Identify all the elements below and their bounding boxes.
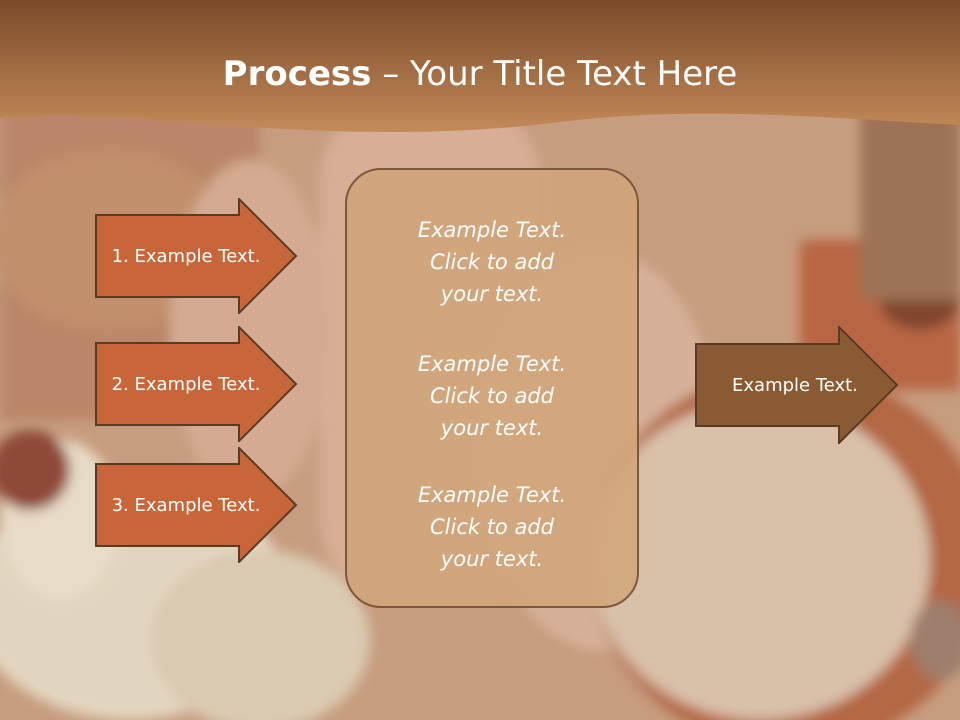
step-arrow-2[interactable]: 2. Example Text.	[95, 326, 300, 442]
center-paragraph-2-line-3: your text.	[440, 416, 544, 440]
center-text-box[interactable]: Example Text. Click to add your text. Ex…	[345, 168, 639, 608]
center-paragraph-3-line-1: Example Text.	[417, 483, 567, 507]
center-paragraph-3: Example Text. Click to add your text.	[347, 479, 637, 575]
result-label: Example Text.	[732, 374, 858, 396]
center-paragraph-3-line-2: Click to add	[429, 515, 554, 539]
step-arrow-1[interactable]: 1. Example Text.	[95, 198, 300, 314]
center-paragraph-1-line-3: your text.	[440, 282, 544, 306]
center-paragraph-1-line-1: Example Text.	[417, 218, 567, 242]
step-label-1: 1. Example Text.	[111, 245, 261, 267]
result-arrow[interactable]: Example Text.	[695, 326, 900, 444]
title-banner: Process – Your Title Text Here	[0, 0, 960, 150]
center-paragraph-1-line-2: Click to add	[429, 250, 554, 274]
step-arrow-3[interactable]: 3. Example Text.	[95, 447, 300, 563]
center-paragraph-2: Example Text. Click to add your text.	[347, 348, 637, 444]
center-paragraph-3-line-3: your text.	[440, 547, 544, 571]
center-paragraph-2-line-1: Example Text.	[417, 352, 567, 376]
center-paragraph-1: Example Text. Click to add your text.	[347, 214, 637, 310]
slide-title: Process – Your Title Text Here	[0, 50, 960, 98]
title-dash: –	[371, 54, 411, 94]
title-bold: Process	[222, 54, 372, 94]
step-label-3: 3. Example Text.	[111, 494, 261, 516]
center-paragraph-2-line-2: Click to add	[429, 384, 554, 408]
title-rest: Your Title Text Here	[410, 54, 738, 94]
step-label-2: 2. Example Text.	[111, 373, 261, 395]
